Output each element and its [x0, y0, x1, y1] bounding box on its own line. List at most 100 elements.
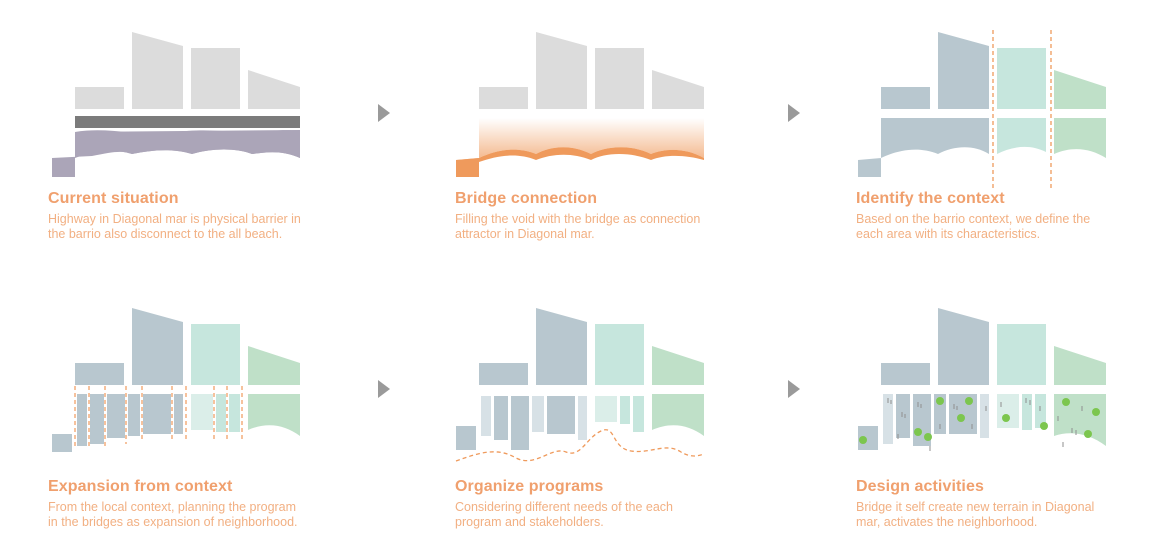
- green-bridge-body: [1054, 118, 1106, 158]
- step-description-line: Considering different needs of the each: [455, 500, 673, 514]
- step-description-line: Highway in Diagonal mar is physical barr…: [48, 212, 301, 226]
- panel-identify-context: [858, 30, 1108, 190]
- expansion-context-diagram: [52, 308, 300, 452]
- bridge-strip: [229, 394, 240, 432]
- bridge-strip: [143, 394, 171, 434]
- mint-block-mid: [595, 324, 644, 385]
- blue-block-tall: [132, 308, 183, 385]
- tree-icon: [1040, 422, 1048, 430]
- program-strip: [456, 426, 476, 450]
- activity-strip: [934, 394, 946, 434]
- tree-icon: [1062, 398, 1070, 406]
- orange-bridge-fill: [456, 118, 704, 177]
- activity-strip: [883, 394, 893, 444]
- program-strip: [494, 396, 508, 440]
- bridge-strip: [107, 394, 125, 438]
- blue-block-low: [479, 363, 528, 385]
- step-title: Expansion from context: [48, 478, 233, 495]
- program-strip: [578, 396, 587, 440]
- step-title: Bridge connection: [455, 190, 598, 207]
- tree-icon: [936, 397, 944, 405]
- program-strip: [547, 396, 575, 434]
- panel-current-situation: [52, 30, 302, 180]
- green-block-slope: [652, 346, 704, 385]
- tree-icon: [924, 433, 932, 441]
- design-activities-diagram: [858, 308, 1106, 451]
- program-strip: [532, 396, 544, 432]
- step-title: Current situation: [48, 190, 179, 207]
- activity-strip: [896, 394, 910, 438]
- bridge-strip: [191, 394, 213, 430]
- step-description-line: program and stakeholders.: [455, 515, 604, 529]
- tree-icon: [957, 414, 965, 422]
- green-bridge-body: [652, 394, 704, 436]
- highway-gap: [75, 128, 300, 136]
- triangle-arrow-icon: [788, 104, 800, 122]
- program-strip: [595, 396, 617, 422]
- step-description-line: the barrio also disconnect to the all be…: [48, 227, 283, 241]
- purple-ground-low: [52, 130, 300, 158]
- bridge-strip: [174, 394, 183, 434]
- bridge-strip: [128, 394, 140, 436]
- gray-block-slope: [248, 70, 300, 109]
- identify-context-diagram: [858, 30, 1106, 188]
- blue-block-low: [881, 363, 930, 385]
- program-path: [455, 429, 705, 462]
- bridge-strip: [90, 394, 104, 444]
- gray-block-mid: [595, 48, 644, 109]
- step-description-line: Based on the barrio context, we define t…: [856, 212, 1091, 226]
- activity-strip: [980, 394, 989, 438]
- program-strip: [633, 396, 644, 432]
- tree-icon: [914, 428, 922, 436]
- tree-icon: [965, 397, 973, 405]
- panel-design-activities: [858, 306, 1108, 466]
- organize-programs-diagram: [455, 308, 705, 462]
- expansion-lines: [74, 386, 243, 448]
- blue-block-tall: [536, 308, 587, 385]
- highway-band: [75, 116, 300, 128]
- current-situation-diagram: [52, 32, 300, 177]
- step-description-line: mar, activates the neighborhood.: [856, 515, 1038, 529]
- mint-block-mid: [997, 48, 1046, 109]
- step-description-line: Filling the void with the bridge as conn…: [455, 212, 701, 226]
- blue-block-tall: [938, 308, 989, 385]
- panel-expansion-context: [52, 306, 302, 456]
- gray-block-low: [479, 87, 528, 109]
- blue-bridge-body: [858, 118, 989, 177]
- gray-block-mid: [191, 48, 240, 109]
- blue-block-low: [881, 87, 930, 109]
- panel-organize-programs: [455, 306, 706, 466]
- green-block-slope: [1054, 70, 1106, 109]
- mint-block-mid: [997, 324, 1046, 385]
- tree-icon: [859, 436, 867, 444]
- orange-bridge-base: [456, 147, 704, 177]
- mint-block-mid: [191, 324, 240, 385]
- people-icons: [887, 398, 1083, 451]
- bridge-connection-diagram: [456, 32, 704, 177]
- gray-block-low: [75, 87, 124, 109]
- step-title: Organize programs: [455, 478, 604, 495]
- activity-strip: [1022, 394, 1032, 430]
- step-description-line: attractor in Diagonal mar.: [455, 227, 595, 241]
- mint-bridge-body: [997, 118, 1046, 154]
- green-bridge-body: [1054, 394, 1106, 446]
- green-block-slope: [248, 346, 300, 385]
- triangle-arrow-icon: [378, 104, 390, 122]
- step-description-line: each area with its characteristics.: [856, 227, 1041, 241]
- bridge-strip: [52, 434, 72, 452]
- gray-block-slope: [652, 70, 704, 109]
- step-description-line: From the local context, planning the pro…: [48, 500, 297, 514]
- tree-icons: [859, 397, 1100, 444]
- triangle-arrow-icon: [788, 380, 800, 398]
- program-strip: [481, 396, 491, 436]
- program-strip: [620, 396, 630, 424]
- step-description-line: in the bridges as expansion of neighborh…: [48, 515, 298, 529]
- step-title: Identify the context: [856, 190, 1005, 207]
- program-strip: [511, 396, 529, 450]
- panel-bridge-connection: [456, 30, 706, 180]
- green-block-slope: [1054, 346, 1106, 385]
- blue-block-tall: [938, 32, 989, 109]
- activity-strip: [997, 394, 1019, 428]
- gray-block-tall: [536, 32, 587, 109]
- bridge-strip: [77, 394, 87, 446]
